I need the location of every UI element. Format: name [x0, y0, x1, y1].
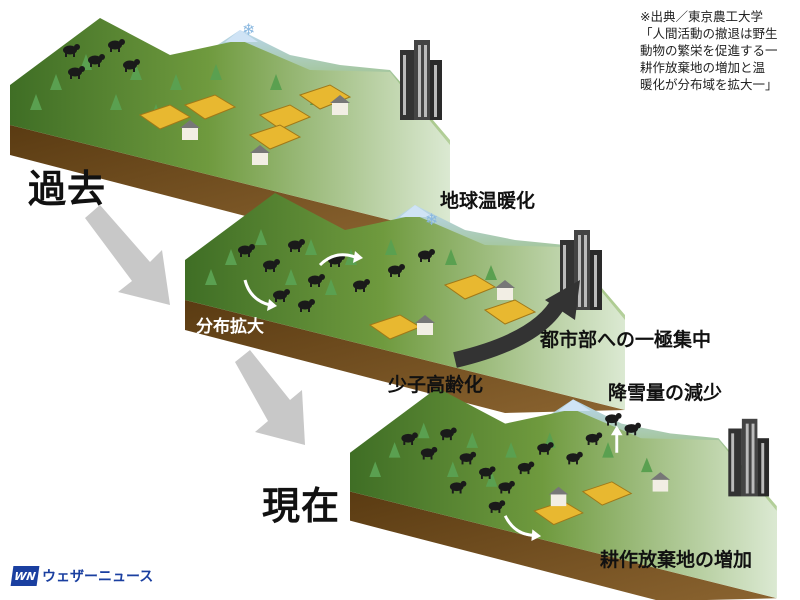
snowflake-icon: ❄: [425, 210, 438, 229]
source-line: ※出典／東京農工大学: [640, 9, 763, 24]
caption-urban-concentration: 都市部への一極集中: [540, 329, 712, 351]
source-note: ※出典／東京農工大学 「人間活動の撤退は野生 動物の繁栄を促進する一 耕作放棄地…: [640, 8, 795, 93]
caption-less-snowfall: 降雪量の減少: [608, 382, 723, 404]
era-present-label: 現在: [262, 484, 341, 528]
time-arrow: [85, 205, 305, 445]
source-line: 「人間活動の撤退は野生: [640, 26, 778, 41]
caption-aging: 少子高齢化: [388, 374, 484, 396]
panel-present: [350, 387, 777, 600]
caption-global-warming: 地球温暖化: [440, 190, 536, 212]
era-past-label: 過去: [28, 167, 107, 211]
panel-transition: ❄: [185, 193, 625, 413]
panel-past: ❄: [10, 18, 450, 238]
source-line: 暖化が分布域を拡大一」: [640, 77, 778, 92]
caption-range-expansion: 分布拡大: [196, 317, 264, 337]
caption-abandoned-farmland: 耕作放棄地の増加: [600, 549, 753, 571]
logo-mark: WN: [10, 566, 40, 586]
weathernews-logo: WN ウェザーニュース: [10, 566, 154, 586]
urban-migration-arrow: [453, 296, 568, 368]
source-line: 耕作放棄地の増加と温: [640, 60, 766, 75]
logo-text: ウェザーニュース: [42, 569, 154, 585]
source-line: 動物の繁栄を促進する一: [640, 43, 778, 58]
snowflake-icon: ❄: [242, 20, 255, 39]
